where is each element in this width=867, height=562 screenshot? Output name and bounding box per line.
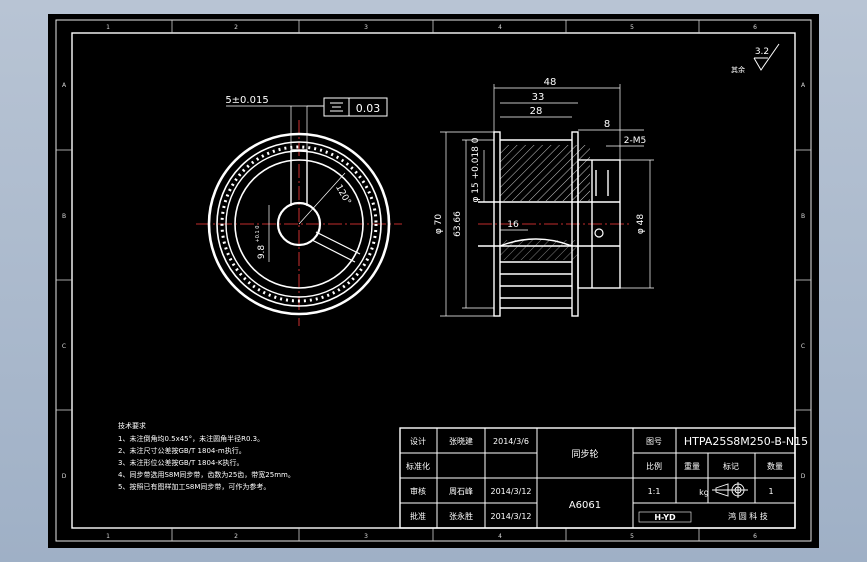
zone-top-4: 4 <box>498 24 502 31</box>
side-dim-lines <box>440 84 654 317</box>
thread-hole <box>594 228 604 238</box>
note-line-3: 3、未注形位公差按GB/T 1804-K执行。 <box>118 458 243 467</box>
front-view[interactable]: 5±0.015 0.03 120° 9.8 +0.1 0 <box>196 95 402 326</box>
set-screw-hole <box>311 231 361 263</box>
zone-top-2: 2 <box>234 24 238 31</box>
tb-drawing-no-label: 图号 <box>646 437 662 446</box>
bore-circle <box>276 201 322 247</box>
zone-right-b: B <box>801 213 805 220</box>
section-hatch-top <box>500 145 590 201</box>
tb-name-check: 周石峰 <box>449 486 473 496</box>
tb-mark-label: 标记 <box>723 461 739 471</box>
zone-bottom-3: 3 <box>364 533 368 540</box>
tb-date-check: 2014/3/12 <box>490 487 531 496</box>
tb-drawing-no: HTPA25S8M250-B-N15 <box>684 435 808 448</box>
dim-8: 8 <box>604 119 610 130</box>
zone-left-b: B <box>62 213 66 220</box>
section-hatch-bottom <box>500 240 578 260</box>
technical-notes: 技术要求 1、未注倒角均0.5x45°，未注圆角半径R0.3。 2、未注尺寸公差… <box>118 421 295 491</box>
tb-material: A6061 <box>569 500 601 511</box>
zone-left-c: C <box>62 343 66 350</box>
dim-total-length: 48 <box>544 77 557 88</box>
zone-bottom-5: 5 <box>630 533 634 540</box>
tb-role-design: 设计 <box>410 436 426 446</box>
pitch-diameter: 63.66 <box>453 211 463 237</box>
keyway-width-tol: 5±0.015 <box>225 95 268 106</box>
bore-diameter: φ 15 +0.018 0 <box>471 137 481 202</box>
note-line-4: 4、同步带选用S8M同步带，齿数为25齿，带宽25mm。 <box>118 470 295 479</box>
zone-top-3: 3 <box>364 24 368 31</box>
title-block[interactable]: 设计 张晓建 2014/3/6 标准化 审核 周石峰 2014/3/12 批准 … <box>399 427 808 529</box>
zone-top-1: 1 <box>106 24 110 31</box>
tb-date-design: 2014/3/6 <box>493 437 529 446</box>
company-logo-icon: H-YD <box>638 511 692 523</box>
note-line-2: 2、未注尺寸公差按GB/T 1804-m执行。 <box>118 446 246 455</box>
zone-top-5: 5 <box>630 24 634 31</box>
tb-qty: 1 <box>768 487 773 496</box>
tb-part-name: 同步轮 <box>571 448 598 460</box>
outer-border <box>55 19 812 542</box>
keyway-dim-lines <box>226 105 324 150</box>
keyway <box>290 149 308 206</box>
surface-finish-value: 3.2 <box>755 47 769 57</box>
tb-role-check: 审核 <box>410 486 426 496</box>
chamfer-label: 16 <box>507 220 519 230</box>
tb-scale: 1:1 <box>648 487 661 496</box>
dim-28: 28 <box>530 106 543 117</box>
zone-bottom-2: 2 <box>234 533 238 540</box>
zone-ticks <box>56 20 811 541</box>
tb-date-approve: 2014/3/12 <box>490 512 531 521</box>
thread-callout: 2-M5 <box>624 136 646 146</box>
title-block-grid <box>399 427 796 529</box>
tb-scale-label: 比例 <box>646 461 662 471</box>
tb-weight-unit: kg <box>699 488 709 497</box>
tb-weight-label: 重量 <box>684 461 700 471</box>
angle-leader <box>298 172 346 225</box>
zone-top-6: 6 <box>753 24 757 31</box>
tb-qty-label: 数量 <box>767 461 783 471</box>
zone-bottom-1: 1 <box>106 533 110 540</box>
tb-role-standard: 标准化 <box>406 461 430 471</box>
note-line-1: 1、未注倒角均0.5x45°，未注圆角半径R0.3。 <box>118 434 264 443</box>
tb-role-approve: 批准 <box>410 511 426 521</box>
logo-text: H-YD <box>654 513 676 522</box>
zone-right-a: A <box>801 82 806 89</box>
symmetry-frame <box>323 97 388 117</box>
key-depth-tol: +0.1 0 <box>255 226 261 243</box>
zone-right-c: C <box>801 343 805 350</box>
hub-diameter: φ 48 <box>636 214 646 235</box>
tb-company: 鸿 圆 科 技 <box>728 511 768 521</box>
flange-diameter: φ 70 <box>434 214 444 235</box>
drawing-background <box>48 14 819 548</box>
note-line-5: 5、按照已有图样加工S8M同步带，可作为参考。 <box>118 482 270 491</box>
zone-left-a: A <box>62 82 67 89</box>
zone-bottom-4: 4 <box>498 533 502 540</box>
zone-bottom-6: 6 <box>753 533 757 540</box>
zone-labels: 1 2 3 4 5 6 1 2 3 4 5 6 A B C D A B C D <box>62 24 806 540</box>
side-outline <box>478 131 621 317</box>
front-centerlines <box>196 120 402 326</box>
symmetry-tol: 0.03 <box>356 102 381 115</box>
projection-symbol-icon <box>712 482 748 498</box>
tb-name-approve: 张永胜 <box>449 511 473 521</box>
dim-33: 33 <box>532 92 545 103</box>
zone-left-d: D <box>62 473 67 480</box>
notes-title: 技术要求 <box>118 421 146 430</box>
zone-right-d: D <box>801 473 806 480</box>
tooth-ring <box>220 145 378 303</box>
side-view[interactable]: 48 33 28 8 2-M5 φ 70 63.66 φ 15 +0.018 0… <box>434 77 654 317</box>
surface-finish-label: 其余 <box>731 65 745 74</box>
tb-name-design: 张晓建 <box>449 436 473 446</box>
key-depth: 9.8 <box>257 245 267 260</box>
surface-finish-symbol <box>753 43 780 71</box>
front-circles <box>207 132 391 316</box>
